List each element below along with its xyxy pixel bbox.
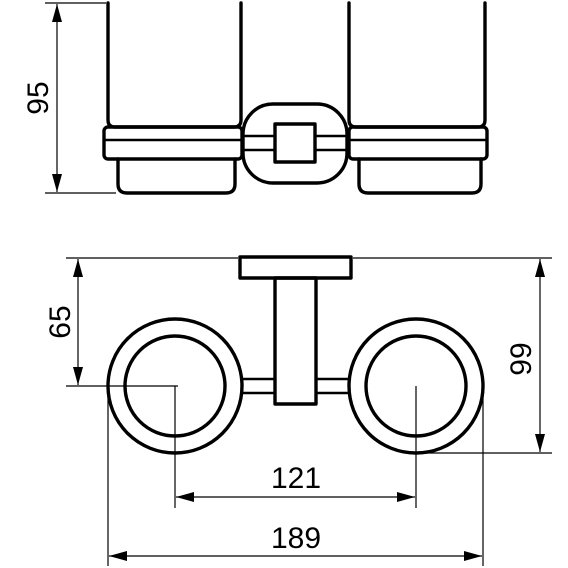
wall-mount-square [273,122,317,164]
dim-65-label: 65 [44,305,77,338]
dim-189-arrow-left [109,551,127,561]
center-connector-oval [241,102,349,185]
dim-99-arrow-top [535,259,545,277]
left-holder-band [102,125,244,161]
dim-99-label: 99 [505,342,538,375]
right-holder-band [347,125,489,161]
right-tumbler-bottom [357,157,483,195]
dim-189-arrow-right [464,551,482,561]
dim-95-arrow-bottom [52,174,62,192]
top-view: 65 99 121 189 [44,255,552,566]
dim-99-arrow-bottom [535,434,545,452]
dim-121-label: 121 [271,462,321,495]
dim-121-arrow-left [176,492,194,502]
dim-121-arrow-right [397,492,415,502]
dim-65-arrow-bottom [73,367,83,385]
dim-189-label: 189 [271,522,321,555]
dim-95-arrow-top [52,4,62,22]
mount-stem [273,276,318,406]
right-tumbler-glass [347,1,487,129]
dim-95-label: 95 [22,81,55,114]
left-tumbler-glass [106,1,243,129]
wall-plate [238,255,353,280]
left-tumbler-bottom [116,157,237,195]
dim-65-arrow-top [73,259,83,277]
side-view: 95 [22,1,489,195]
